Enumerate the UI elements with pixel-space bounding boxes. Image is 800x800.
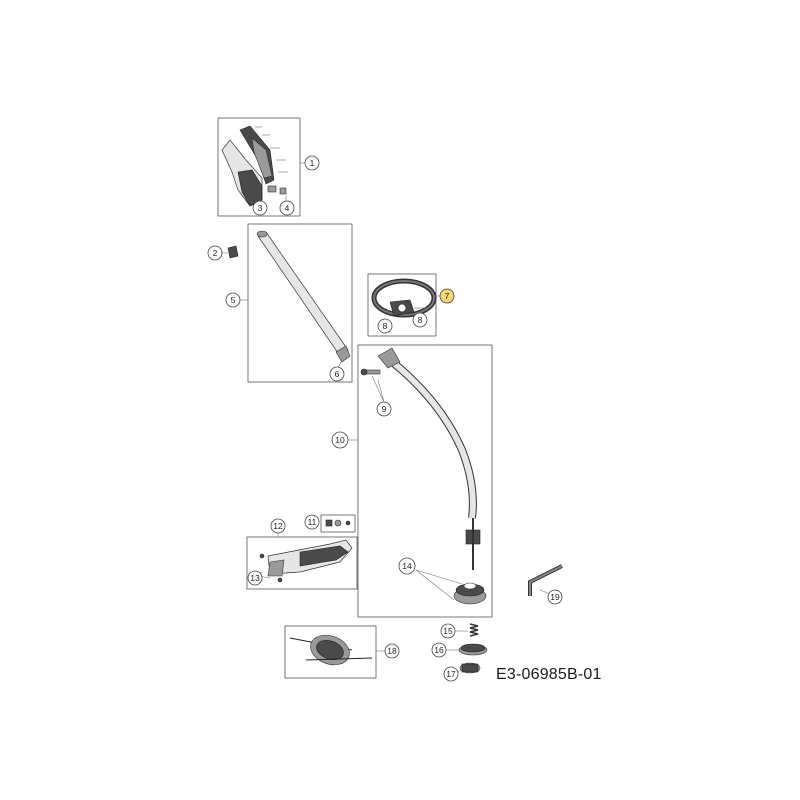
callout-13: 13 xyxy=(247,570,263,586)
fastener-box xyxy=(320,514,356,533)
spring-part xyxy=(455,623,479,637)
callout-2-label: 2 xyxy=(213,248,218,258)
callout-7-label: 7 xyxy=(445,291,450,301)
callout-5: 5 xyxy=(225,292,241,308)
callout-5-label: 5 xyxy=(231,295,236,305)
upper-shaft-part xyxy=(240,230,351,369)
callout-8a-label: 8 xyxy=(383,321,388,331)
callout-8b-label: 8 xyxy=(418,315,423,325)
handle-assembly-box xyxy=(217,117,301,217)
callout-19-label: 19 xyxy=(550,592,560,602)
callout-8b: 8 xyxy=(412,312,428,328)
callout-10-label: 10 xyxy=(335,435,345,445)
callout-18: 18 xyxy=(384,643,400,659)
callout-15-label: 15 xyxy=(443,626,453,636)
hex-key-part xyxy=(528,564,563,596)
callout-11: 11 xyxy=(304,514,320,530)
callout-3-label: 3 xyxy=(258,203,263,213)
line-spool-part xyxy=(289,634,386,666)
handle-assembly-part xyxy=(221,125,305,207)
callout-12: 12 xyxy=(270,518,286,534)
auxiliary-handle-box xyxy=(367,273,437,337)
callout-1-label: 1 xyxy=(310,158,315,168)
callout-13-label: 13 xyxy=(250,573,260,583)
bolt-part xyxy=(360,368,385,403)
callout-2: 2 xyxy=(207,245,223,261)
callout-7-highlight xyxy=(439,288,455,304)
document-code: E3-06985B-01 xyxy=(496,666,602,683)
callout-4: 4 xyxy=(279,200,295,216)
callout-6-label: 6 xyxy=(335,369,340,379)
callout-14-label: 14 xyxy=(402,561,412,571)
guard-part xyxy=(257,533,353,583)
callout-10: 10 xyxy=(331,431,349,449)
callout-17: 17 xyxy=(443,666,459,682)
callout-6: 6 xyxy=(329,366,345,382)
knob-part xyxy=(456,662,481,674)
guard-box xyxy=(246,536,358,590)
callout-16: 16 xyxy=(431,642,447,658)
callout-17-label: 17 xyxy=(446,669,456,679)
callout-1: 1 xyxy=(304,155,320,171)
callout-11-label: 11 xyxy=(308,517,317,527)
lower-shaft-part xyxy=(348,347,481,570)
callout-7: 7 xyxy=(439,288,455,304)
callout-9: 9 xyxy=(376,401,392,417)
trimmer-head-part xyxy=(415,569,487,605)
callout-14: 14 xyxy=(398,557,416,575)
fastener-part xyxy=(325,519,351,527)
spool-part xyxy=(446,643,488,656)
spool-box xyxy=(284,625,377,679)
callout-4-label: 4 xyxy=(285,203,290,213)
callout-3: 3 xyxy=(252,200,268,216)
lower-shaft-box xyxy=(357,344,493,618)
callout-19: 19 xyxy=(547,589,563,605)
connector-part xyxy=(222,245,239,259)
callout-18-label: 18 xyxy=(387,646,397,656)
auxiliary-handle-part xyxy=(371,278,440,318)
callout-12-label: 12 xyxy=(273,521,283,531)
callout-9-label: 9 xyxy=(382,404,387,414)
callout-16-label: 16 xyxy=(434,645,444,655)
callout-15: 15 xyxy=(440,623,456,639)
callout-8a: 8 xyxy=(377,318,393,334)
upper-shaft-box xyxy=(247,223,353,383)
